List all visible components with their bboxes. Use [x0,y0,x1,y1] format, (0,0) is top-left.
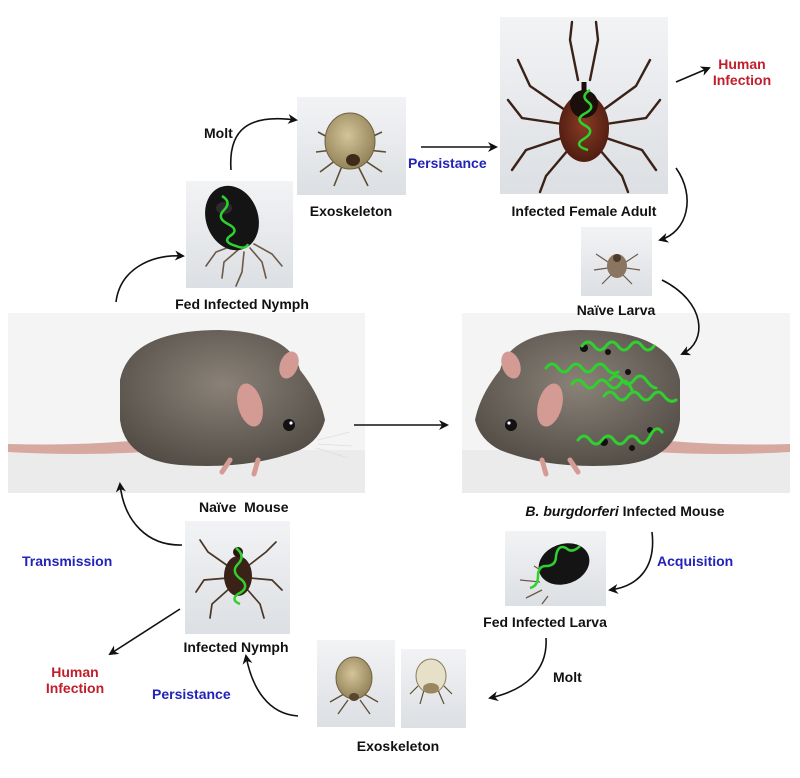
infected-mouse-photo [462,313,790,493]
fed-infected-larva-photo [505,531,606,606]
arrow-human-infection-bottom [108,608,181,656]
exoskeleton-bottom-photo-left [317,640,395,727]
human-infection-bottom-label: Human Infection [46,664,104,696]
arrow-acquisition [608,531,654,594]
molt-bottom-label: Molt [553,669,582,685]
persistance-bottom-label: Persistance [152,686,231,702]
infected-female-adult-photo [500,17,668,194]
arrow-molt-top [230,114,298,171]
arrow-adult-to-larva [658,167,688,243]
naive-larva-label: Naïve Larva [576,302,656,318]
human-infection-top-line1: Human [718,56,766,72]
acquisition-label: Acquisition [657,553,734,569]
bacterium-name: B. burgdorferi [525,503,619,519]
infected-female-adult-label: Infected Female Adult [511,203,657,219]
infected-nymph-label: Infected Nymph [183,639,289,655]
human-infection-bottom-line2: Infection [45,680,105,696]
fed-infected-larva-label: Fed Infected Larva [483,614,607,630]
fed-infected-nymph-photo [186,181,293,288]
infected-mouse-rest: Infected Mouse [618,503,725,519]
exoskeleton-top-photo [297,97,406,195]
transmission-label: Transmission [22,553,113,569]
arrow-larva-to-mouse [661,279,700,356]
arrow-mouse-to-nymph [115,250,185,303]
infected-mouse-label: B. burgdorferi Infected Mouse [525,503,724,519]
naive-mouse-label: Naïve Mouse [199,499,289,515]
infected-nymph-photo [185,521,290,634]
exoskeleton-bottom-label: Exoskeleton [356,738,440,754]
human-infection-bottom-line1: Human [51,664,99,680]
exoskeleton-top-label: Exoskeleton [309,203,393,219]
exoskeleton-bottom-photo-right [401,649,466,728]
arrow-human-infection-top [675,66,711,83]
arrow-persistance-bottom [242,654,299,717]
persistance-top-label: Persistance [408,155,487,171]
molt-top-label: Molt [204,125,233,141]
arrow-transmission [115,482,183,546]
fed-infected-nymph-label: Fed Infected Nymph [175,296,309,312]
human-infection-top-line2: Infection [712,72,772,88]
naive-mouse-photo [8,313,365,493]
human-infection-top-label: Human Infection [713,56,771,88]
arrow-molt-bottom [488,637,547,702]
cycle-arrows [108,66,711,717]
naive-larva-photo [581,227,652,296]
